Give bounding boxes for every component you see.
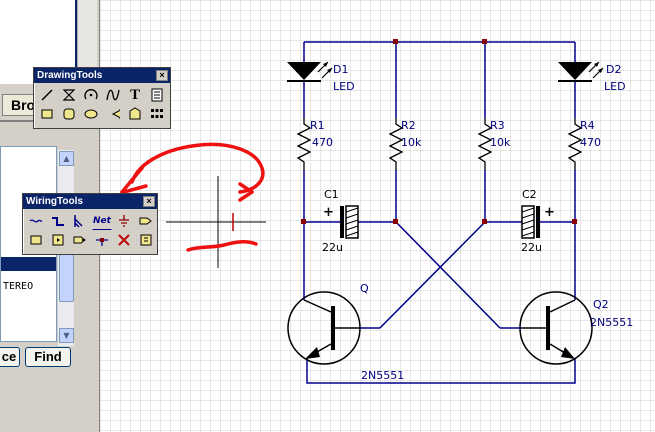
net-label-icon[interactable]: Net <box>92 212 112 230</box>
close-icon[interactable]: × <box>156 70 168 81</box>
label-q2-ref: Q2 <box>593 298 609 311</box>
no-connect-icon[interactable] <box>114 231 134 249</box>
bus-icon[interactable] <box>48 212 68 230</box>
bus-entry-icon[interactable] <box>70 212 90 230</box>
junctions <box>301 39 577 224</box>
c2-plus-sign: + <box>544 205 555 220</box>
wiring-tools-title-text: WiringTools <box>26 196 83 207</box>
rounded-rect-icon[interactable] <box>59 105 79 123</box>
close-icon[interactable]: × <box>143 196 155 207</box>
hourglass-icon[interactable] <box>59 86 79 104</box>
scroll-up-icon[interactable]: ▲ <box>59 151 74 166</box>
power-port-icon[interactable] <box>136 212 156 230</box>
label-r1-value: 470 <box>312 136 333 149</box>
led-d2[interactable] <box>558 61 604 82</box>
sheet-icon[interactable] <box>48 231 68 249</box>
junction-icon[interactable] <box>92 231 112 249</box>
find-button[interactable]: Find <box>25 347 71 367</box>
image-icon[interactable] <box>147 86 167 104</box>
browse-tab[interactable]: Bro <box>2 94 40 116</box>
text-icon[interactable]: T <box>129 86 140 103</box>
label-d2-ref: D2 <box>606 63 621 76</box>
ellipse-icon[interactable] <box>81 105 101 123</box>
grid-icon[interactable] <box>147 105 167 123</box>
transistor-q2[interactable] <box>519 291 593 365</box>
label-c1-ref: C1 <box>324 188 339 201</box>
bezier-icon[interactable] <box>103 86 123 104</box>
capacitor-c1[interactable] <box>340 205 359 239</box>
replace-button[interactable]: ce <box>0 347 20 367</box>
label-r3-value: 10k <box>490 136 511 149</box>
label-r3-ref: R3 <box>490 119 505 132</box>
label-r2-ref: R2 <box>401 119 416 132</box>
crosshair-cursor <box>166 176 266 268</box>
polygon-icon[interactable] <box>125 105 145 123</box>
directive-icon[interactable] <box>136 231 156 249</box>
drawing-tools-title[interactable]: DrawingTools × <box>34 68 170 83</box>
grid-background <box>100 0 655 432</box>
wiring-tools-title[interactable]: WiringTools × <box>23 194 157 209</box>
part-icon[interactable] <box>26 231 46 249</box>
label-r2-value: 10k <box>401 136 422 149</box>
transistor-q[interactable] <box>287 291 361 365</box>
label-q-ref: Q <box>360 282 369 295</box>
list-item-selected[interactable] <box>1 257 56 271</box>
top-scrollbar[interactable] <box>77 0 97 84</box>
label-c2-value: 22u <box>521 241 542 254</box>
resistors <box>296 118 583 170</box>
label-d1-value: LED <box>333 80 355 93</box>
port-icon[interactable] <box>70 231 90 249</box>
label-q2-value: 2N5551 <box>590 316 633 329</box>
scroll-thumb[interactable] <box>59 254 74 302</box>
label-r4-ref: R4 <box>580 119 595 132</box>
line-icon[interactable] <box>37 86 57 104</box>
wiring-tools-window[interactable]: WiringTools × Net <box>22 193 158 255</box>
led-d1[interactable] <box>287 61 333 82</box>
ground-icon[interactable] <box>114 212 134 230</box>
label-r4-value: 470 <box>580 136 601 149</box>
label-c2-ref: C2 <box>522 188 537 201</box>
resistor-r4 <box>567 118 583 170</box>
resistor-r3 <box>477 118 493 170</box>
arc-icon[interactable] <box>81 86 101 104</box>
label-d1-ref: D1 <box>333 63 348 76</box>
list-item[interactable]: TEREO <box>3 281 34 292</box>
wires <box>303 41 576 384</box>
wire-icon[interactable] <box>26 212 46 230</box>
pie-icon[interactable] <box>103 105 123 123</box>
c1-plus-sign: + <box>323 205 334 220</box>
label-d2-value: LED <box>604 80 626 93</box>
resistor-r1 <box>296 118 312 170</box>
scroll-down-icon[interactable]: ▼ <box>59 328 74 343</box>
capacitor-c2[interactable] <box>521 205 540 239</box>
annotation-arrow-icon <box>120 142 265 252</box>
label-q-value: 2N5551 <box>361 369 404 382</box>
label-r1-ref: R1 <box>310 119 325 132</box>
drawing-tools-title-text: DrawingTools <box>37 70 103 81</box>
resistor-r2 <box>388 118 404 170</box>
label-c1-value: 22u <box>322 241 343 254</box>
drawing-tools-window[interactable]: DrawingTools × T <box>33 67 171 129</box>
rectangle-icon[interactable] <box>37 105 57 123</box>
